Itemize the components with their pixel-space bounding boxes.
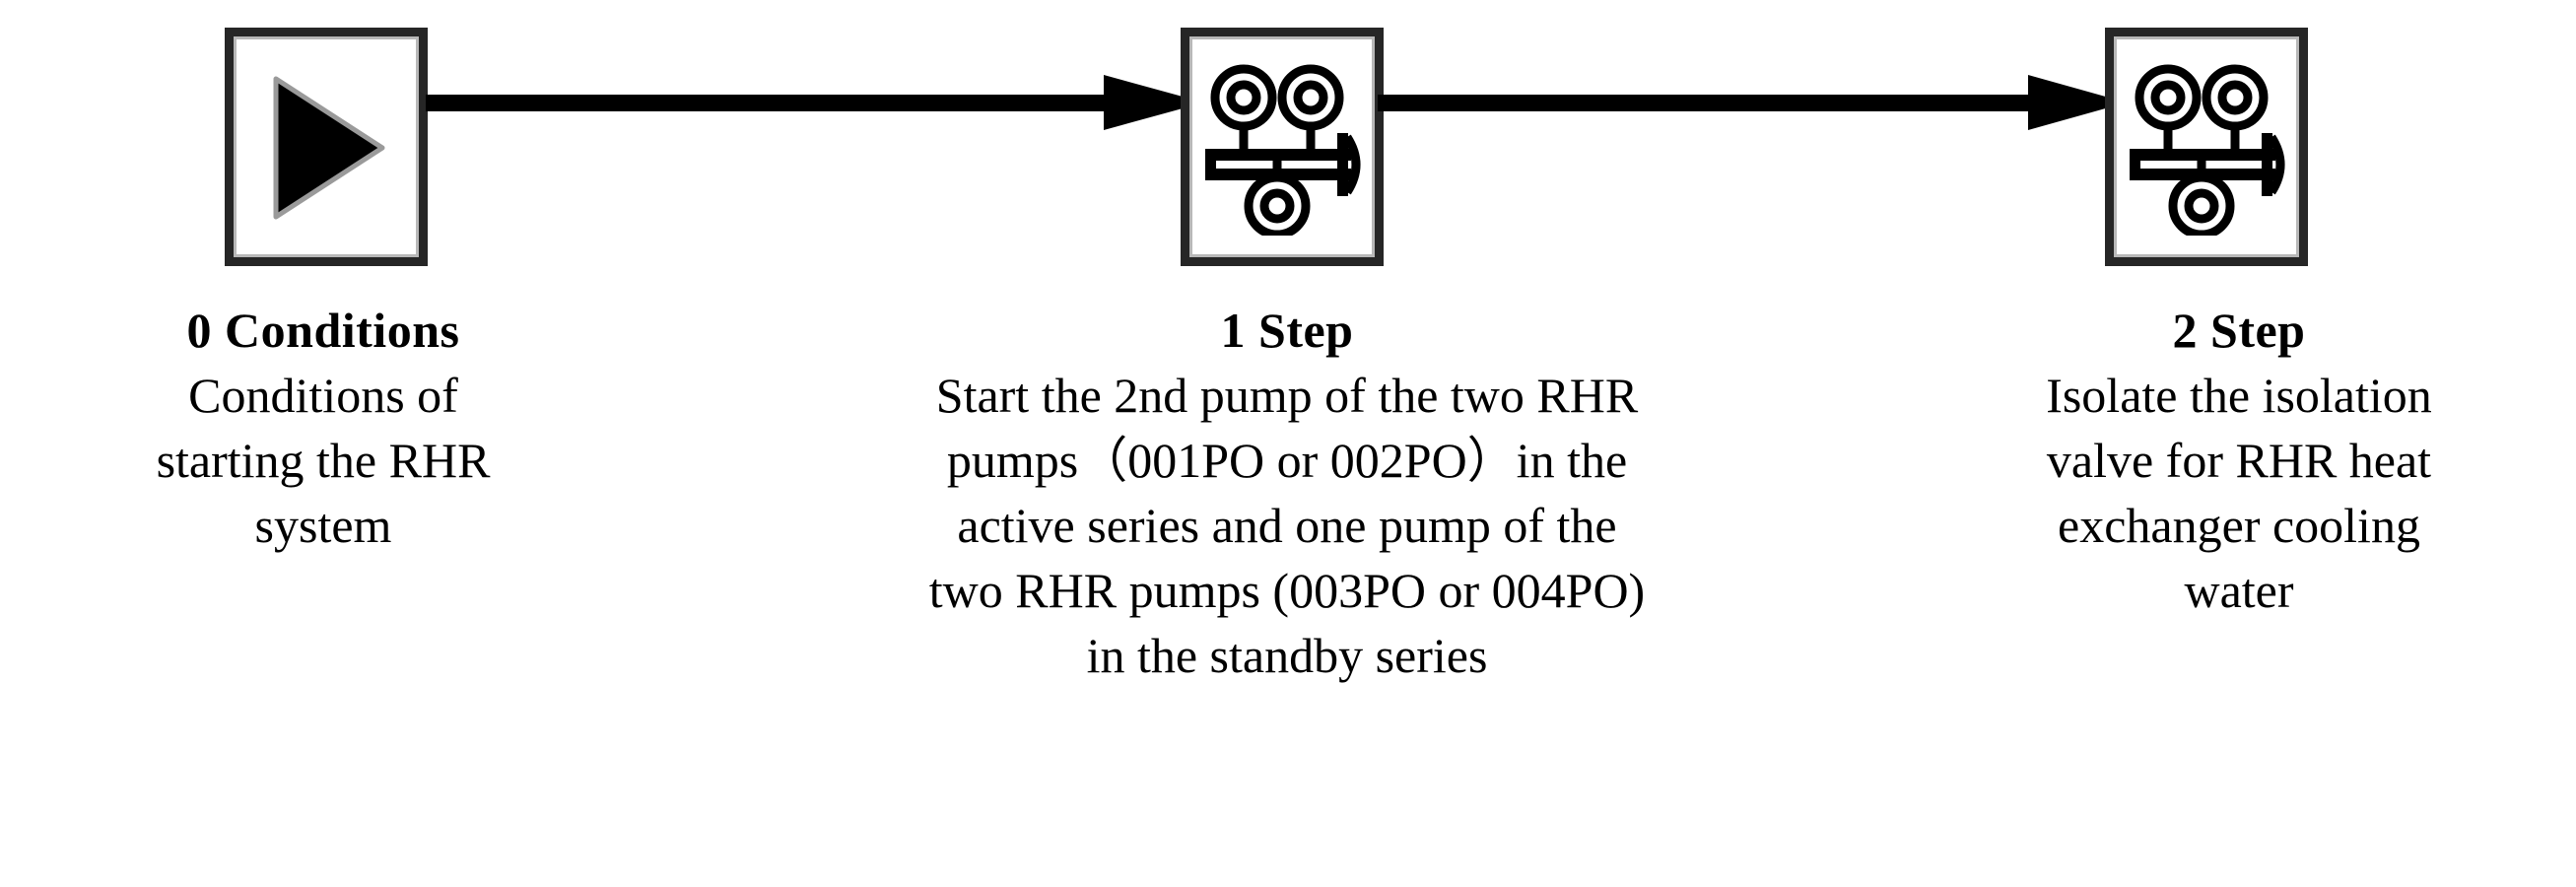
caption-line: valve for RHR heat (2046, 433, 2432, 488)
pump-network-icon (1189, 36, 1375, 257)
flow-node-2-caption: 2 Step Isolate the isolation valve for R… (1910, 298, 2568, 623)
flow-node-2-title: 2 Step (2172, 303, 2306, 358)
flow-node-0-caption: 0 Conditions Conditions of starting the … (8, 298, 639, 558)
flow-node-1-body: Start the 2nd pump of the two RHR pumps（… (666, 363, 1908, 688)
flow-node-2[interactable] (2105, 28, 2308, 266)
process-flow-row (0, 0, 2576, 296)
caption-line: Isolate the isolation (2046, 368, 2432, 423)
flow-node-1-caption: 1 Step Start the 2nd pump of the two RHR… (666, 298, 1908, 688)
flow-node-1-title: 1 Step (1220, 303, 1354, 358)
pump-network-icon (2114, 36, 2299, 257)
caption-line: starting the RHR (156, 433, 491, 488)
arrow-right-icon (1378, 75, 2127, 130)
flow-node-0-title: 0 Conditions (186, 303, 460, 358)
caption-line: Conditions of (188, 368, 458, 423)
play-triangle-icon (234, 36, 419, 257)
caption-line: Start the 2nd pump of the two RHR (935, 368, 1639, 423)
flow-node-1[interactable] (1181, 28, 1384, 266)
caption-line: pumps（001PO or 002PO）in the (946, 433, 1628, 488)
caption-line: in the standby series (1086, 628, 1488, 683)
caption-line: water (2184, 563, 2294, 618)
flow-node-2-body: Isolate the isolation valve for RHR heat… (1910, 363, 2568, 623)
caption-line: system (254, 498, 392, 553)
flow-node-0-body: Conditions of starting the RHR system (8, 363, 639, 558)
caption-line: two RHR pumps (003PO or 004PO) (928, 563, 1646, 618)
flow-node-0[interactable] (225, 28, 428, 266)
caption-line: exchanger cooling (2058, 498, 2420, 553)
arrow-right-icon (426, 75, 1204, 130)
caption-line: active series and one pump of the (957, 498, 1617, 553)
